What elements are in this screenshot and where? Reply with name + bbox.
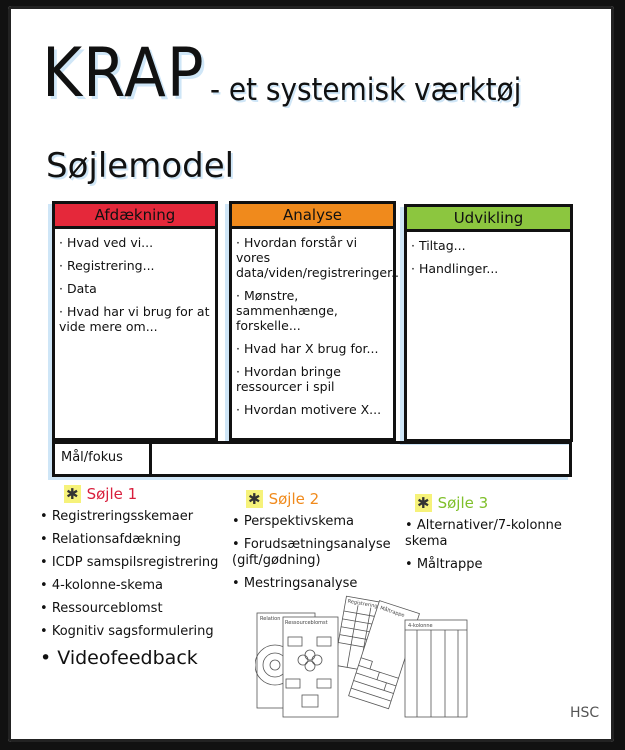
list-item: Måltrappe: [405, 557, 605, 573]
list-item: Handlinger...: [411, 261, 570, 276]
goal-bar: Mål/fokus: [52, 441, 572, 477]
list-item: Hvad har vi brug for at vide mere om...: [59, 304, 215, 334]
signature: HSC: [570, 705, 600, 721]
list-item: Relationsafdækning: [40, 532, 230, 548]
list-item: Data: [59, 281, 215, 296]
sheet-label: 4-kolonne: [408, 623, 433, 629]
list-item: Hvad ved vi...: [59, 235, 215, 250]
pillar-3: ✱ Søjle 3 Alternativer/7-kolonne skema Må…: [405, 494, 605, 580]
list-item: Ressourceblomst: [40, 601, 230, 617]
list-item: Mestringsanalyse: [232, 576, 392, 592]
worksheets-sketch: Relation Registrering Ressourceblomst Må…: [255, 595, 468, 718]
sheet-4-kolonne: 4-kolonne: [404, 619, 468, 718]
star-icon: ✱: [64, 485, 81, 503]
list-item: Perspektivskema: [232, 514, 392, 530]
list-item: Kognitiv sagsformulering: [40, 624, 230, 640]
title-main: KRAP: [42, 34, 205, 113]
list-item: ICDP samspilsregistrering: [40, 555, 230, 571]
list-item: Hvordan bringe ressourcer i spil: [236, 364, 393, 394]
sheet-ressourceblomst: Ressourceblomst: [282, 616, 339, 718]
sheet-label: Ressourceblomst: [285, 620, 328, 626]
list-item: 4-kolonne-skema: [40, 578, 230, 594]
column-header: Analyse: [232, 204, 393, 229]
column-header: Afdækning: [55, 204, 215, 229]
sheet-maltrappe: Måltrappe: [348, 600, 420, 710]
list-item: Hvordan forstår vi vores data/viden/regi…: [236, 235, 403, 280]
pillar-title: Søjle 2: [268, 490, 320, 508]
star-icon: ✱: [246, 490, 263, 508]
list-item: Tiltag...: [411, 238, 570, 253]
list-item: Hvordan motivere X...: [236, 402, 393, 417]
list-item: Registrering...: [59, 258, 215, 273]
column-udvikling: Udvikling Tiltag... Handlinger...: [404, 204, 573, 442]
title-subtitle: - et systemisk værktøj: [210, 72, 522, 108]
sheet-label: Registrering: [347, 599, 378, 610]
section-heading: Søjlemodel: [46, 146, 235, 186]
column-header: Udvikling: [407, 207, 570, 232]
list-item: Registreringsskemaer: [40, 509, 230, 525]
list-item: Forudsætningsanalyse (gift/gødning): [232, 537, 392, 569]
star-icon: ✱: [415, 494, 432, 512]
pillar-1: ✱ Søjle 1 Registreringsskemaer Relationsa…: [40, 485, 230, 676]
list-item: Alternativer/7-kolonne skema: [405, 518, 605, 550]
sheet-label: Relation: [260, 616, 280, 622]
pillar-title: Søjle 3: [437, 494, 489, 512]
list-item: Videofeedback: [40, 647, 230, 669]
pillar-2: ✱ Søjle 2 Perspektivskema Forudsætningsan…: [232, 490, 392, 599]
column-afdaekning: Afdækning Hvad ved vi... Registrering...…: [52, 201, 218, 441]
pillar-title: Søjle 1: [86, 485, 138, 503]
list-item: Mønstre, sammenhænge, forskelle...: [236, 288, 393, 333]
divider: [149, 444, 152, 474]
list-item: Hvad har X brug for...: [236, 341, 393, 356]
column-analyse: Analyse Hvordan forstår vi vores data/vi…: [229, 201, 403, 441]
goal-label: Mål/fokus: [61, 450, 123, 465]
